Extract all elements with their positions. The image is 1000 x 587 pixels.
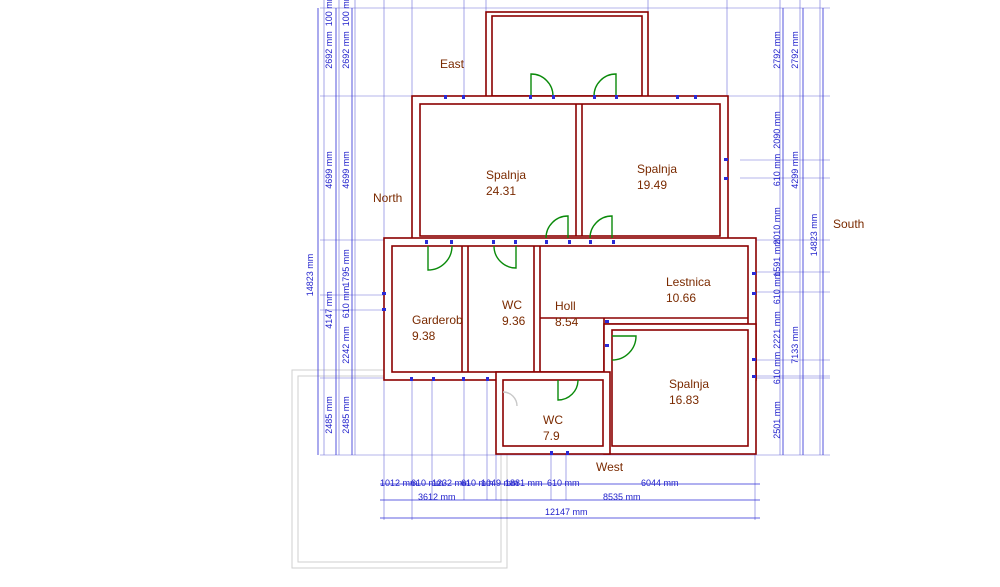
room-name: WC xyxy=(543,413,563,427)
room-area: 9.38 xyxy=(412,329,436,343)
dim-left-inner-6: 2485 mm xyxy=(341,396,351,434)
bottom-dimensions: 1012 mm 610 mm 1232 mm 610 mm 1049 mm 18… xyxy=(380,478,679,517)
direction-west: West xyxy=(596,460,624,474)
direction-north: North xyxy=(373,191,402,205)
doors xyxy=(427,73,637,407)
dim-right-inner-7: 2221 mm xyxy=(772,311,782,349)
dim-top-left-1: 100 mm xyxy=(341,0,351,26)
dim-bottom-right-total: 8535 mm xyxy=(603,492,641,502)
dim-bottom-4: 610 mm xyxy=(461,478,494,488)
dim-right-inner-8: 610 mm xyxy=(772,352,782,385)
room-area: 19.49 xyxy=(637,178,667,192)
dim-left-outer-3: 4147 mm xyxy=(324,291,334,329)
dim-right-inner-9: 2501 mm xyxy=(772,401,782,439)
dim-right-outer-2: 4299 mm xyxy=(790,151,800,189)
room-labels: Spalnja 24.31 Spalnja 19.49 Lestnica 10.… xyxy=(412,162,711,443)
room-area: 16.83 xyxy=(669,393,699,407)
grid-lines xyxy=(320,0,830,520)
dim-right-outer-1: 2792 mm xyxy=(790,31,800,69)
dim-bottom-2: 610 mm xyxy=(411,478,444,488)
dim-left-inner-4: 610 mm xyxy=(341,286,351,319)
dim-left-total: 14823 mm xyxy=(305,254,315,297)
room-area: 24.31 xyxy=(486,184,516,198)
room-name: Garderob xyxy=(412,313,463,327)
dim-right-inner-6: 610 mm xyxy=(772,272,782,305)
dim-right-inner-3: 610 mm xyxy=(772,154,782,187)
dim-bottom-7: 610 mm xyxy=(547,478,580,488)
dim-bottom-3: 1232 mm xyxy=(432,478,470,488)
room-name: Lestnica xyxy=(666,275,711,289)
dim-right-total: 14823 mm xyxy=(809,214,819,257)
dim-left-inner-5: 1795 mm xyxy=(341,249,351,287)
dim-left-inner-1: 2692 mm xyxy=(341,31,351,69)
room-area: 9.36 xyxy=(502,314,526,328)
dim-bottom-6: 1881 mm xyxy=(505,478,543,488)
room-name: Spalnja xyxy=(486,168,526,182)
dim-left-outer-2: 4699 mm xyxy=(324,151,334,189)
direction-east: East xyxy=(440,57,465,71)
dim-bottom-5: 1049 mm xyxy=(481,478,519,488)
dim-bottom-total: 12147 mm xyxy=(545,507,588,517)
dim-left-inner-2: 4699 mm xyxy=(341,151,351,189)
dim-right-inner-4: 2010 mm xyxy=(772,207,782,245)
window-jambs xyxy=(382,95,756,455)
dimension-lines xyxy=(317,8,824,519)
room-name: Spalnja xyxy=(637,162,677,176)
dim-right-inner-5: 1591 mm xyxy=(772,239,782,277)
dim-bottom-1: 1012 mm xyxy=(380,478,418,488)
dim-left-outer-4: 2485 mm xyxy=(324,396,334,434)
room-area: 7.9 xyxy=(543,429,560,443)
dim-right-outer-3: 7133 mm xyxy=(790,326,800,364)
right-dimensions: 2792 mm 2090 mm 610 mm 2010 mm 1591 mm 6… xyxy=(772,31,819,439)
direction-south: South xyxy=(833,217,864,231)
dim-top-left-2: 100 mm xyxy=(324,0,334,26)
dim-left-outer-1: 2692 mm xyxy=(324,31,334,69)
left-dimensions: 14823 mm 2692 mm 4699 mm 4147 mm 2485 mm… xyxy=(305,0,351,434)
room-area: 10.66 xyxy=(666,291,696,305)
room-area: 8.54 xyxy=(555,315,579,329)
room-name: Holl xyxy=(555,299,576,313)
dim-right-inner-2: 2090 mm xyxy=(772,111,782,149)
dim-bottom-8: 6044 mm xyxy=(641,478,679,488)
room-name: Spalnja xyxy=(669,377,709,391)
dim-bottom-left-total: 3612 mm xyxy=(418,492,456,502)
walls xyxy=(383,11,757,455)
room-name: WC xyxy=(502,298,522,312)
dim-right-inner-1: 2792 mm xyxy=(772,31,782,69)
dim-left-inner-3: 2242 mm xyxy=(341,326,351,364)
